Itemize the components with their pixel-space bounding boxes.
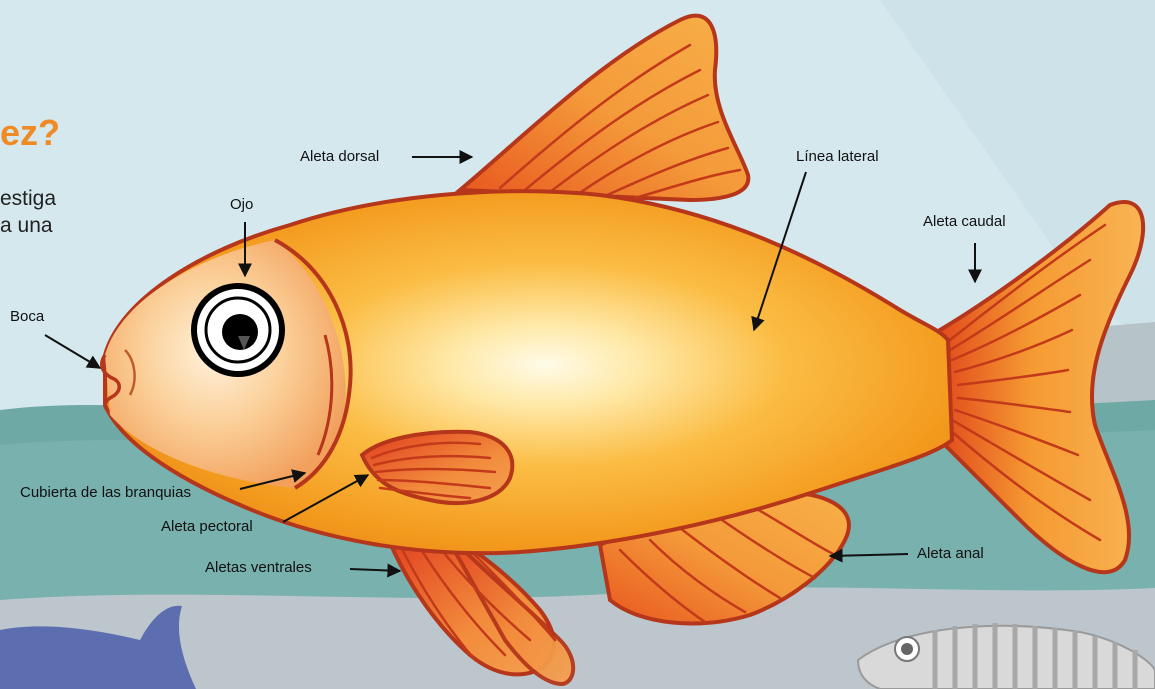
label-aleta-pectoral: Aleta pectoral (161, 518, 253, 535)
eye (194, 286, 282, 374)
label-aleta-anal: Aleta anal (917, 545, 984, 562)
label-aletas-ventrales: Aletas ventrales (205, 559, 312, 576)
intro-line: a una (0, 212, 56, 239)
label-ojo: Ojo (230, 196, 253, 213)
page-heading: ez? (0, 112, 60, 154)
intro-text: estiga a una (0, 185, 56, 239)
label-cubierta-branquias: Cubierta de las branquias (20, 484, 191, 501)
label-linea-lateral: Línea lateral (796, 148, 879, 165)
intro-line: estiga (0, 185, 56, 212)
label-aleta-caudal: Aleta caudal (923, 213, 1006, 230)
label-aleta-dorsal: Aleta dorsal (300, 148, 379, 165)
label-boca: Boca (10, 308, 44, 325)
